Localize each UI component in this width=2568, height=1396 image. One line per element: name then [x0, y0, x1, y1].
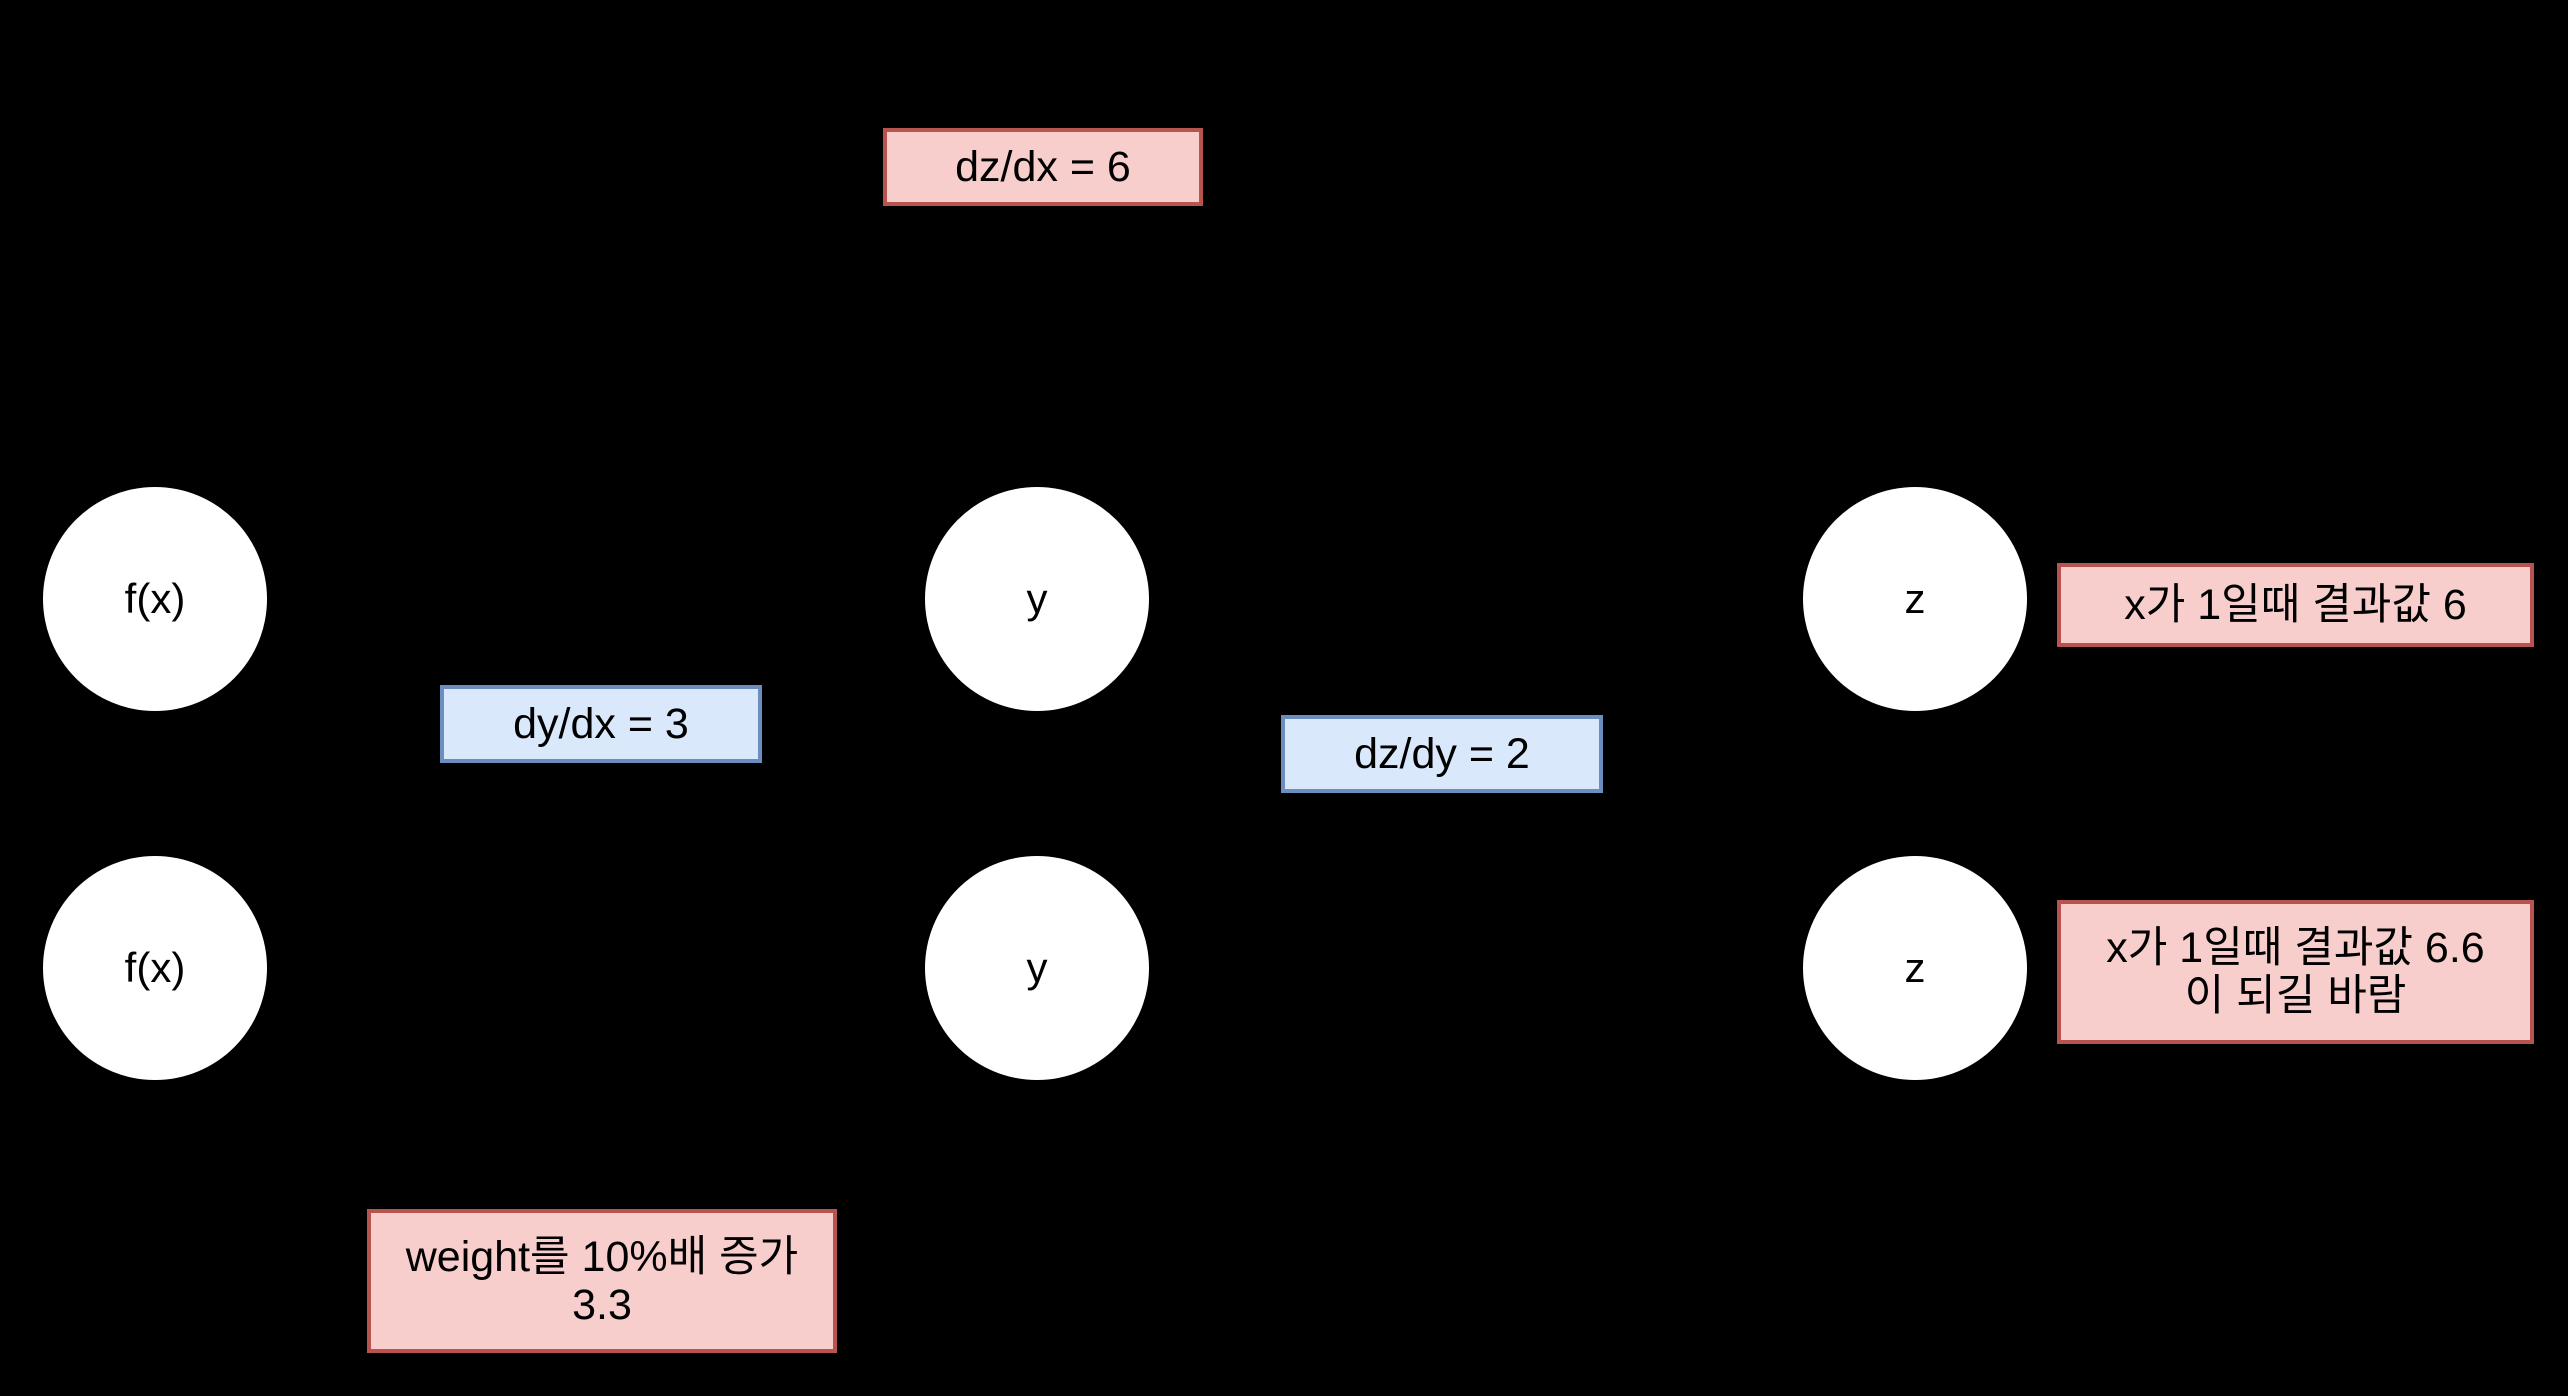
node-fx-bottom[interactable]: f(x)	[43, 856, 267, 1080]
label-dz-dy: dz/dy = 2	[1281, 715, 1603, 793]
label-weight-note: weight를 10%배 증가 3.3	[367, 1209, 837, 1353]
node-y-bottom[interactable]: y	[925, 856, 1149, 1080]
label-result-top: x가 1일때 결과값 6	[2057, 563, 2534, 647]
label-result-bottom: x가 1일때 결과값 6.6 이 되길 바람	[2057, 900, 2534, 1044]
node-y-top[interactable]: y	[925, 487, 1149, 711]
node-fx-top[interactable]: f(x)	[43, 487, 267, 711]
label-dy-dx: dy/dx = 3	[440, 685, 762, 763]
node-z-bottom[interactable]: z	[1803, 856, 2027, 1080]
label-dz-dx: dz/dx = 6	[883, 128, 1203, 206]
node-z-top[interactable]: z	[1803, 487, 2027, 711]
